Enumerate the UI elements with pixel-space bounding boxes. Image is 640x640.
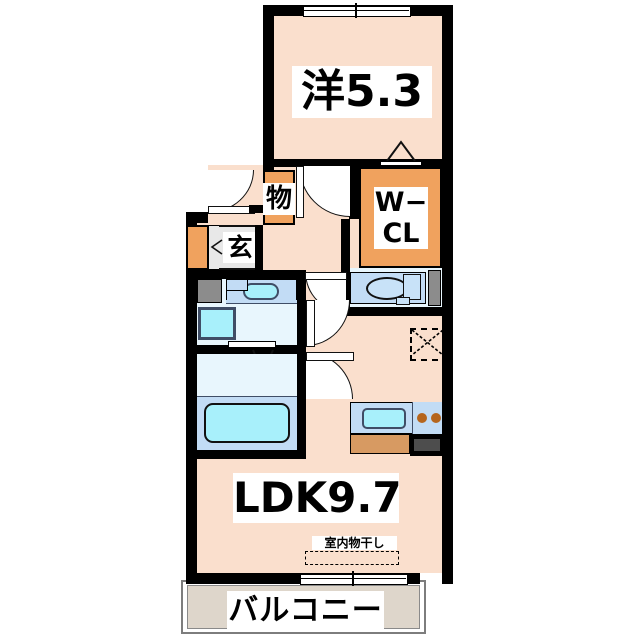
wall-bath-top xyxy=(186,345,306,354)
attic-storage-marker xyxy=(410,328,449,361)
washroom-door-leaf xyxy=(306,300,315,347)
storage-closet-label: 物 xyxy=(263,183,295,215)
wall-washroom-right xyxy=(297,270,306,345)
room-walk-in-closet xyxy=(359,167,442,268)
wall-bedroom-left xyxy=(263,5,274,165)
indoor-drying-rack-marker xyxy=(305,551,399,565)
bedroom-label: 洋5.3 xyxy=(292,66,432,118)
wall-nub-corridor-right xyxy=(341,219,350,270)
storage-door-leaf xyxy=(296,166,304,218)
wall-nub-genkan-right xyxy=(255,225,263,270)
wall-bedroom-bottom-mid xyxy=(349,159,359,219)
toilet-tank xyxy=(403,274,421,300)
wall-bathroom-right xyxy=(297,345,306,450)
balcony-label: バルコニー xyxy=(227,591,384,631)
window-bedroom xyxy=(303,6,411,17)
vanity-basin xyxy=(243,283,279,300)
entrance-door-leaf xyxy=(208,206,255,214)
kitchen-sink xyxy=(362,408,406,429)
bath-door-sliding xyxy=(228,341,276,348)
ldk-door-leaf xyxy=(306,352,354,361)
attic-storage-cross-icon xyxy=(411,329,444,356)
entrance-step-arrow-icon xyxy=(210,239,223,255)
bathtub xyxy=(204,403,290,443)
window-balcony xyxy=(300,574,408,585)
bedroom-door-marker xyxy=(386,140,416,162)
indoor-drying-label: 室内物干し xyxy=(312,536,397,550)
wall-bathroom-bottom xyxy=(186,450,306,459)
shoe-cabinet xyxy=(186,225,209,270)
refrigerator-space xyxy=(414,439,440,451)
stove-burner-right-icon xyxy=(431,413,441,423)
vanity-counter-edge xyxy=(226,300,297,304)
walk-in-closet-label-line1: W− xyxy=(374,187,428,218)
wall-bedroom-right xyxy=(442,5,453,165)
meter-box xyxy=(197,279,222,303)
wall-washroom-top xyxy=(186,270,306,279)
toilet-door-leaf xyxy=(305,272,347,280)
washing-machine-pan xyxy=(198,307,236,340)
wall-left-lower xyxy=(186,270,197,584)
walk-in-closet-opening xyxy=(380,161,422,166)
wall-bedroom-bottom xyxy=(263,159,359,167)
entrance-label: 玄 xyxy=(223,232,257,263)
walk-in-closet-label-line2: CL xyxy=(374,218,428,249)
toilet-paper-holder xyxy=(396,297,410,305)
stove-burner-left-icon xyxy=(417,413,427,423)
wall-right-lower xyxy=(442,165,453,584)
wall-toilet-bottom xyxy=(341,307,442,316)
kitchen-base-cabinet xyxy=(350,434,410,454)
ldk-label: LDK9.7 xyxy=(233,473,402,523)
window-balcony-sash xyxy=(300,578,406,579)
vanity-side-cabinet xyxy=(226,279,248,291)
toilet-side-column xyxy=(428,270,441,306)
wall-entrance-door-jamb xyxy=(249,205,263,213)
window-bedroom-sash xyxy=(303,10,409,11)
